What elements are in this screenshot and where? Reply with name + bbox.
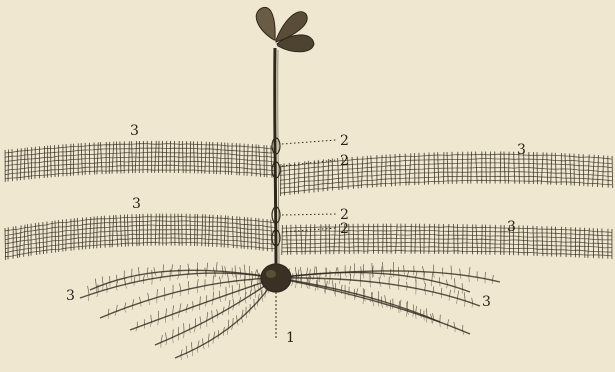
root-label-3-upper-left: 3 — [130, 124, 139, 138]
node-label-2-a: 2 — [340, 134, 349, 148]
main-stem — [275, 48, 276, 268]
node-label-2-d: 2 — [340, 222, 349, 236]
lateral-roots — [5, 141, 613, 260]
leaf-left — [256, 7, 275, 40]
seed-label-1: 1 — [286, 331, 295, 345]
root-band-middle-right — [282, 224, 612, 259]
root-label-3-middle-right: 3 — [507, 220, 516, 234]
root-band-upper-right — [280, 152, 613, 196]
stem — [256, 7, 314, 340]
root-label-3-lower-left: 3 — [66, 289, 75, 303]
root-label-3-middle-left: 3 — [132, 197, 141, 211]
node-label-2-b: 2 — [340, 154, 349, 168]
root-band-middle-left — [5, 214, 276, 260]
fibrous-root — [90, 262, 276, 293]
root-band-upper-left — [5, 141, 276, 182]
guide-line — [282, 140, 336, 144]
root-label-3-lower-right: 3 — [482, 295, 491, 309]
seed — [261, 264, 291, 292]
root-label-3-upper-right: 3 — [517, 143, 526, 157]
node-label-2-c: 2 — [340, 208, 349, 222]
guide-line — [282, 214, 336, 215]
